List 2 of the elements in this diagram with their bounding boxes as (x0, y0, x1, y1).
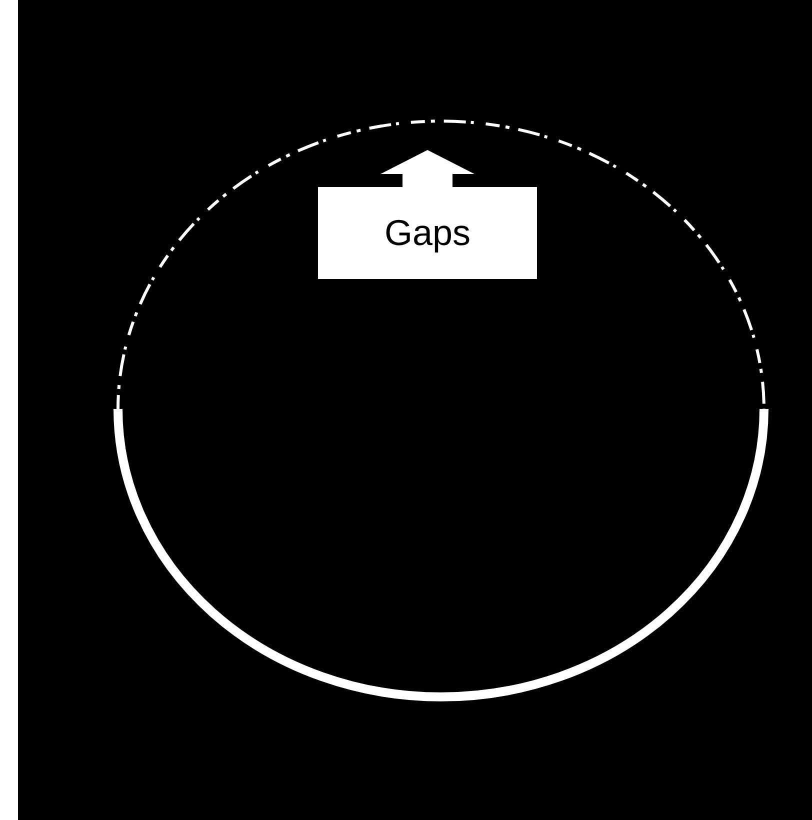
callout-label: Gaps (318, 187, 537, 279)
arrow (380, 150, 474, 187)
